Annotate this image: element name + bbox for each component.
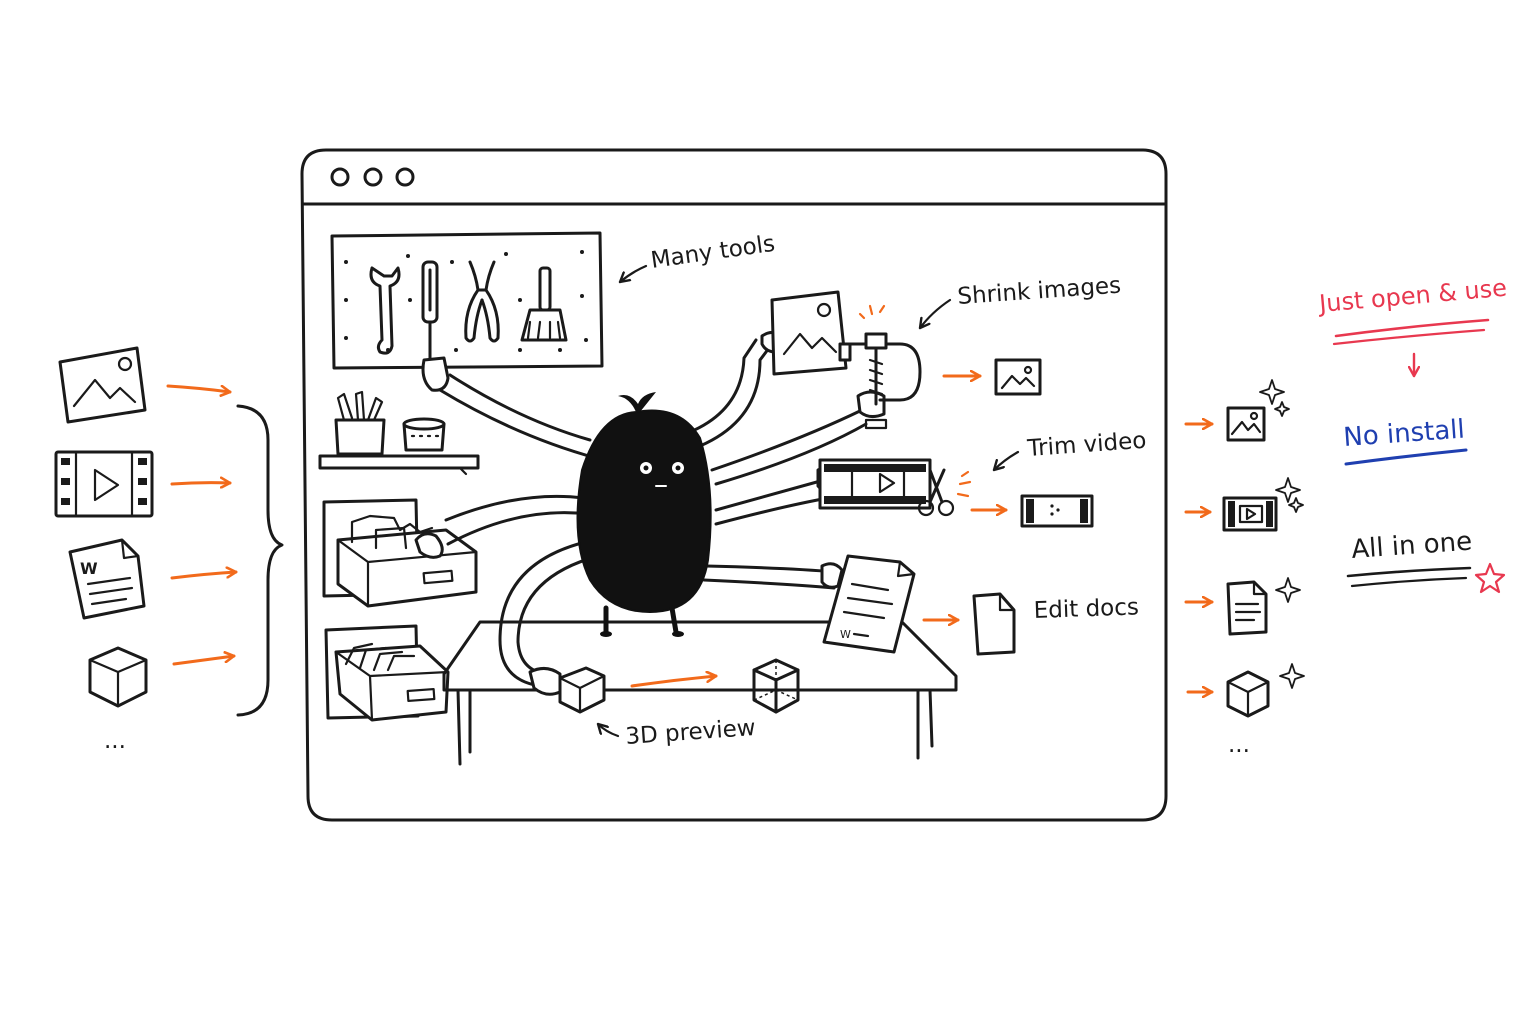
film-strip-icon [818,458,932,510]
window-control-maximize[interactable] [395,167,415,187]
label-3d-preview: 3D preview [625,715,757,750]
wireframe-cube-icon [752,658,800,714]
note-just-open-text: Just open & use [1316,274,1508,318]
window-control-close[interactable] [330,167,350,187]
note-all-in-one-text: All in one [1350,527,1473,565]
trim-video-arrow [994,450,1020,470]
edited-document-icon [922,592,1016,656]
scissors-icon [917,468,972,517]
shrunk-image-icon [942,358,1042,396]
drawer-bottom [324,624,450,722]
hands [414,331,886,696]
note-all-in-one: All in one [1346,527,1506,594]
input-image-icon [58,346,147,424]
output-cube-icon [1226,670,1270,718]
output-arrows [1184,424,1214,692]
brush-icon [520,266,568,342]
input-doc-glyph: W [80,559,98,578]
output-document-icon [1226,580,1268,636]
pliers-icon [464,260,500,343]
window-control-minimize[interactable] [363,167,383,187]
sparkle-icons [1259,379,1305,689]
held-doc-glyph: W [840,628,851,641]
pencil-cup-icon [334,390,386,456]
star-icon [1474,562,1506,594]
character-arms [438,338,868,688]
character [576,392,712,637]
clamp-icon [838,304,922,430]
note-no-install-text: No install [1342,415,1465,453]
input-brace [236,404,284,717]
wrench-icon [369,266,401,355]
label-trim-video: Trim video [1026,428,1148,462]
held-image-icon [770,290,848,376]
preview-3d-arrow [598,724,620,738]
screwdriver-icon [421,260,439,368]
pegboard [330,231,604,370]
held-document-icon: W [822,554,916,654]
shelf [318,390,480,476]
input-video-icon [54,450,154,518]
shrink-images-arrow [920,298,952,328]
bowl-icon [402,417,446,452]
output-video-icon [1222,496,1278,532]
note-just-open: Just open & use [1316,274,1508,378]
input-document-icon: W [68,538,146,620]
preview-arrow [630,676,718,688]
input-more-dots: ... [104,728,126,754]
input-cube-icon [88,646,148,708]
trimmed-video-icon [970,494,1094,528]
note-no-install: No install [1342,415,1468,466]
label-edit-docs: Edit docs [1033,594,1139,624]
label-many-tools: Many tools [649,231,776,274]
input-arrows [166,384,238,666]
label-shrink-images: Shrink images [957,273,1122,310]
app-window [300,148,1168,822]
held-cube-icon [558,666,606,714]
output-image-icon [1226,406,1266,442]
many-tools-arrow [620,264,648,282]
output-more-dots: ... [1228,732,1250,758]
